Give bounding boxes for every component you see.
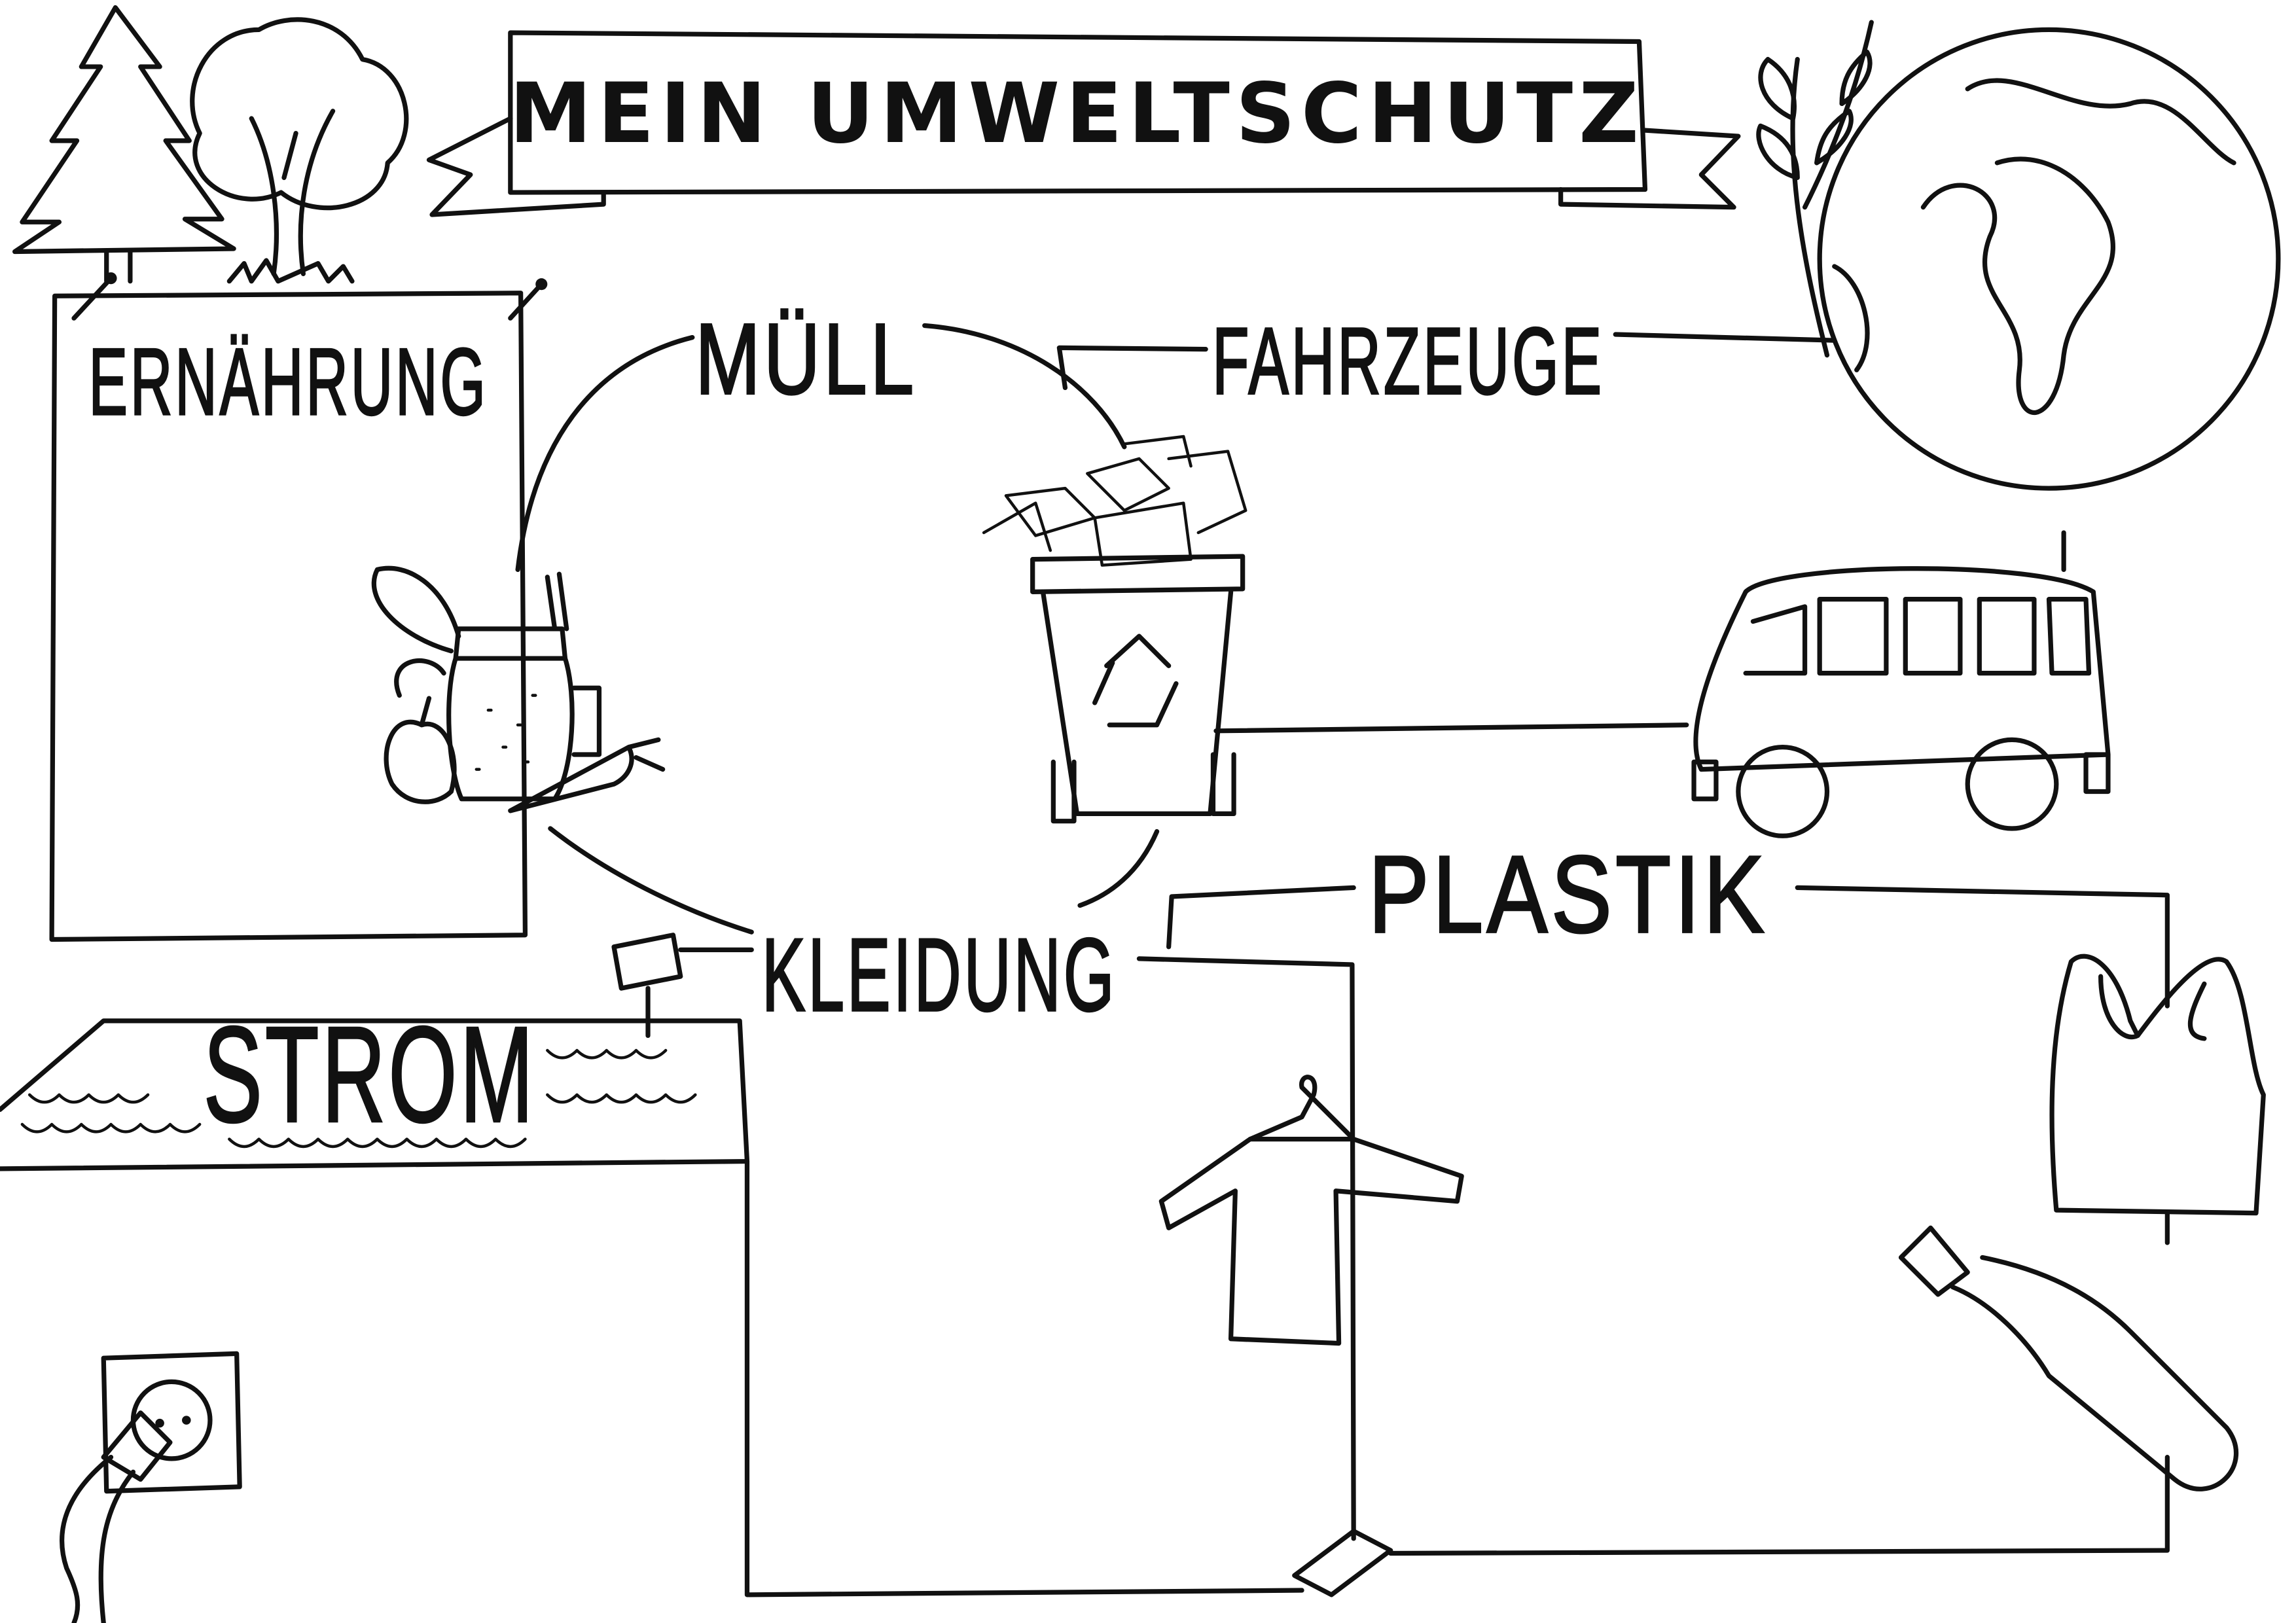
globe-icon [1817, 27, 2281, 491]
topic-muell: MÜLL [695, 302, 917, 415]
leafy-vegetable-icon [371, 565, 461, 698]
title-banner: MEIN UMWELTSCHUTZ [426, 30, 1741, 217]
ernaehrung-box: ERNÄHRUNG [49, 272, 548, 942]
recycling-bin-icon [982, 435, 1247, 824]
carrot-icon [508, 737, 666, 813]
apple-icon [384, 696, 457, 804]
topic-strom: STROM [204, 999, 537, 1151]
plug-icon [60, 1410, 173, 1623]
lamp-icon [611, 933, 683, 1039]
page-title: MEIN UMWELTSCHUTZ [509, 65, 1645, 162]
topic-plastik: PLASTIK [1369, 834, 1768, 955]
house-icon: STROM [0, 998, 750, 1171]
connector-lines [515, 323, 2170, 1597]
eraser-icon [1292, 1529, 1393, 1597]
plastic-bottle-icon [1898, 1225, 2239, 1491]
plastic-bag-icon [2049, 954, 2266, 1216]
plant-sprig-icon [1756, 20, 1874, 358]
bus-icon [1691, 530, 2111, 838]
fir-tree-icon [12, 5, 236, 284]
topic-ernaehrung: ERNÄHRUNG [89, 329, 488, 435]
deciduous-tree-icon [190, 17, 409, 284]
topic-kleidung: KLEIDUNG [762, 917, 1117, 1033]
topic-fahrzeuge: FAHRZEUGE [1212, 308, 1604, 414]
shirt-on-hanger-icon [1158, 1075, 1464, 1346]
